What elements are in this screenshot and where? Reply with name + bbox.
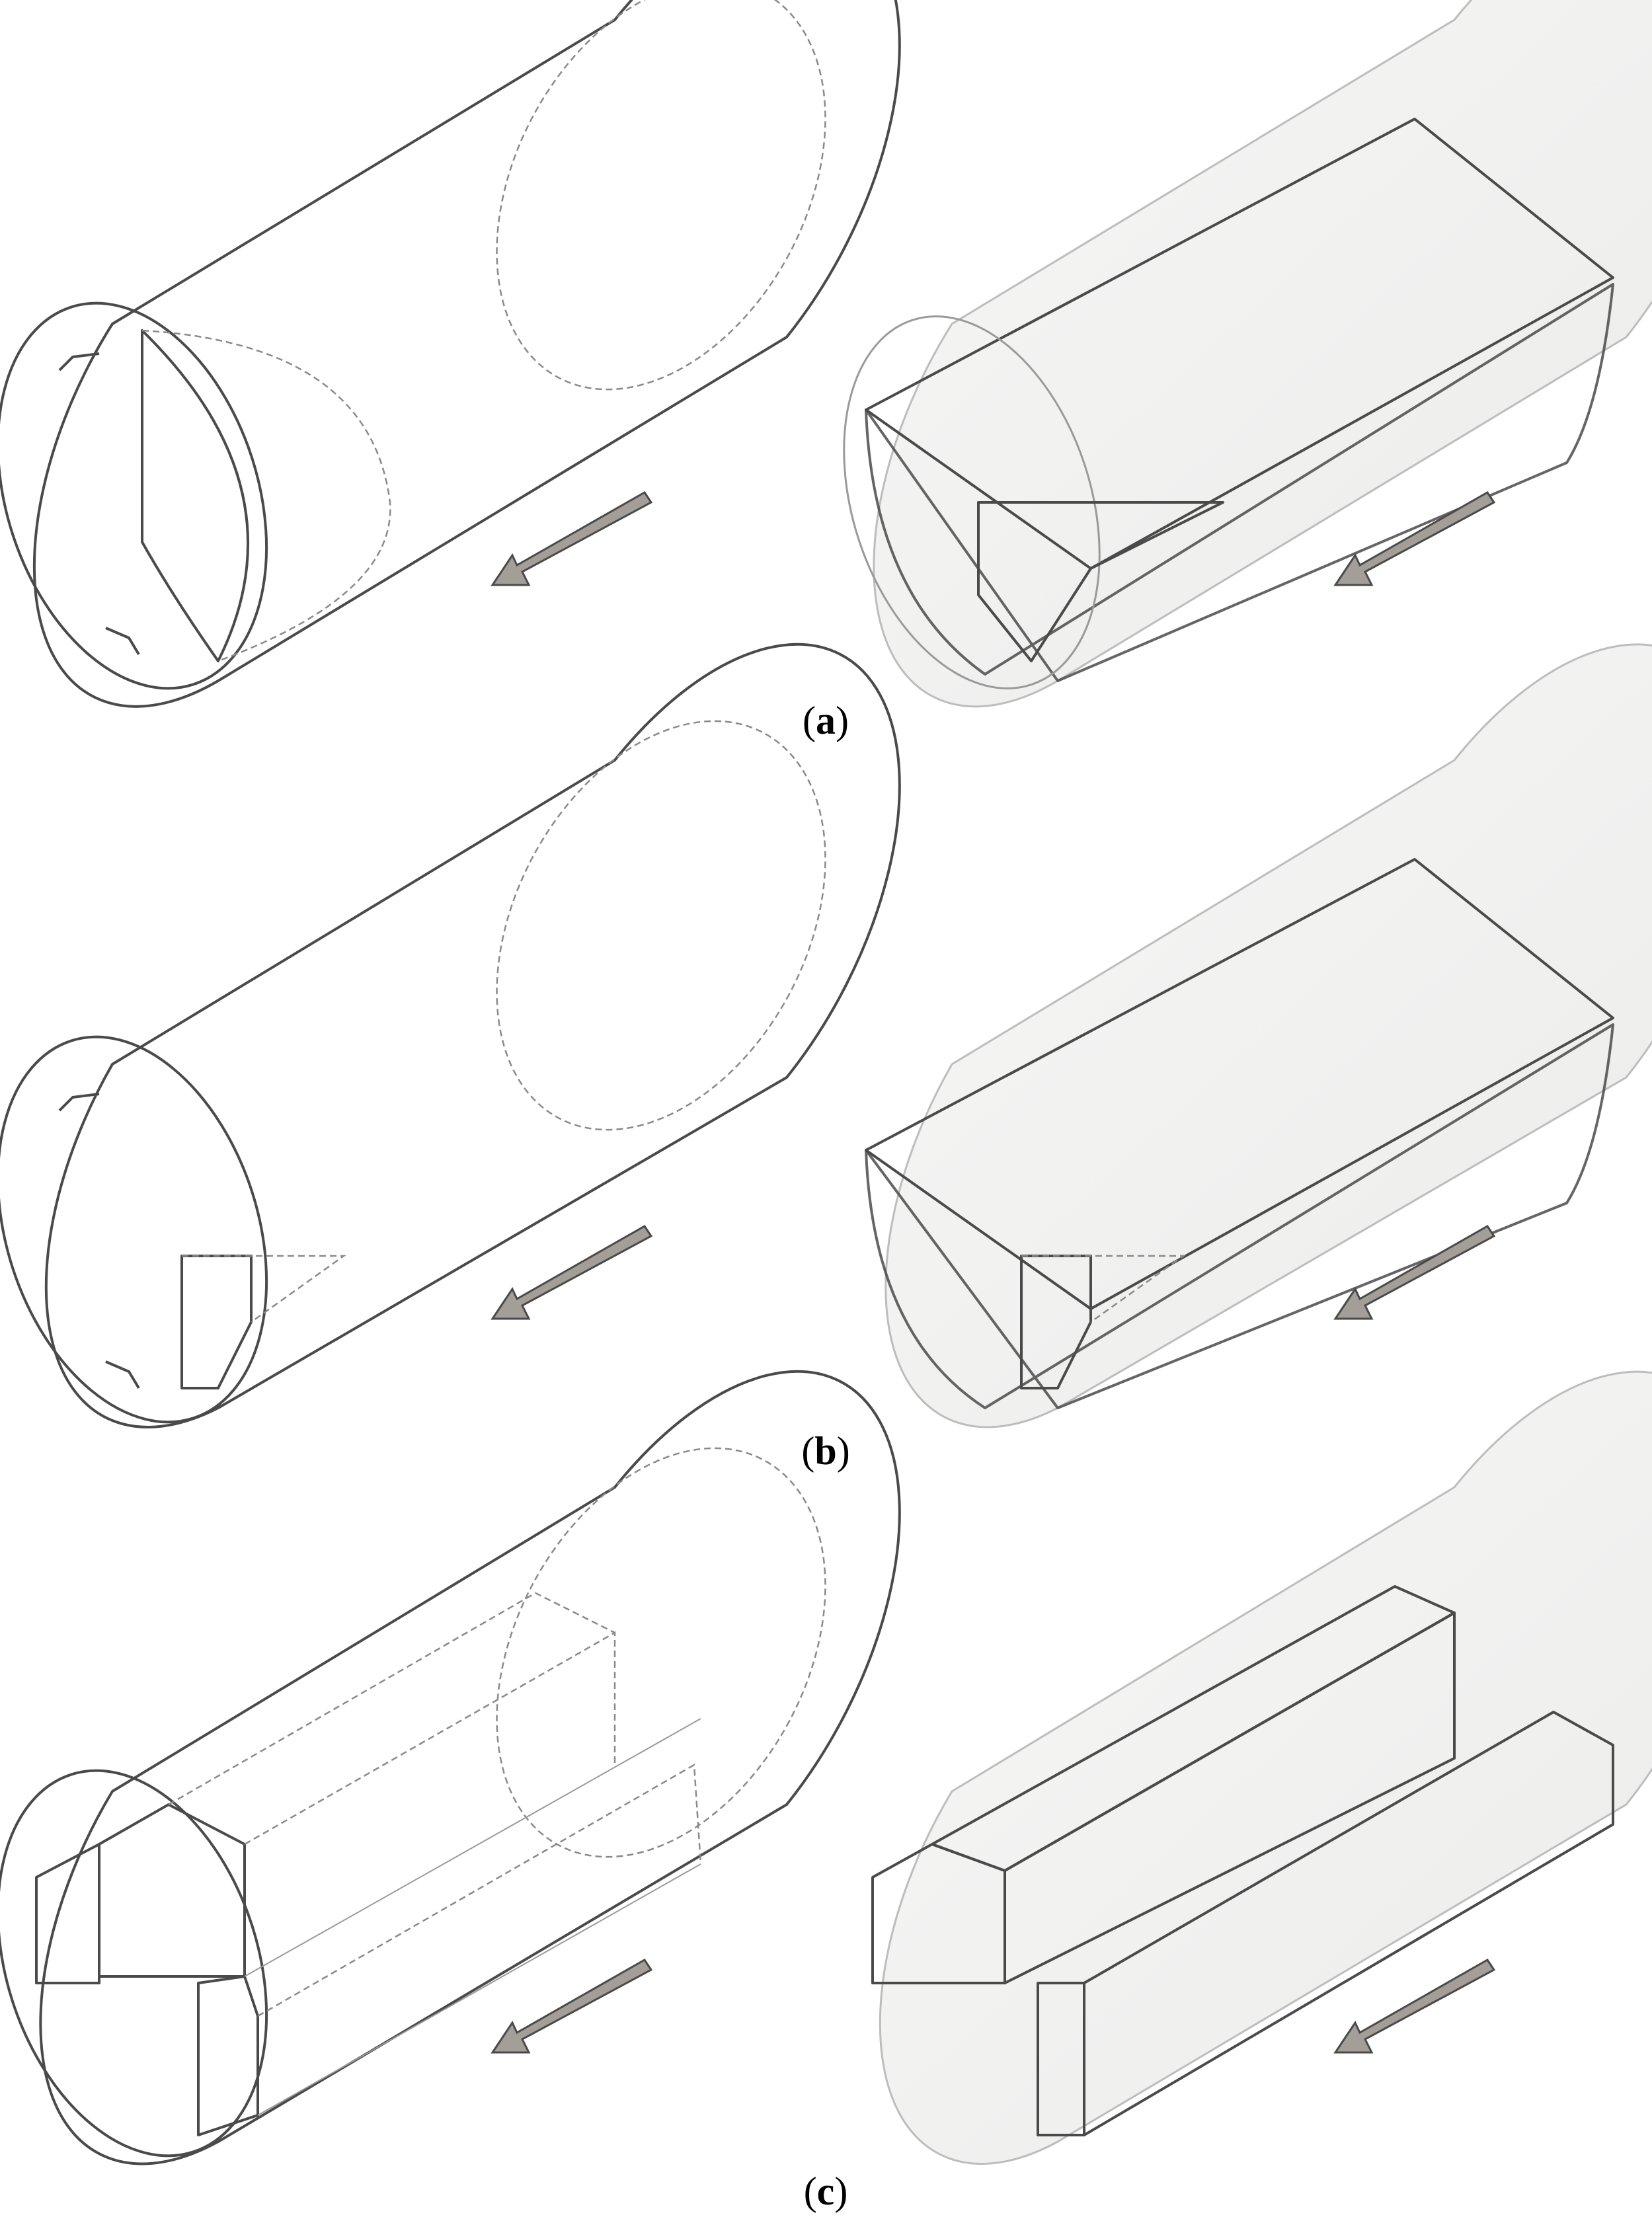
cylinder-body: [39, 1370, 901, 2165]
horizontal-plate: [865, 858, 1614, 1310]
cylinder-b-left: [0, 643, 901, 1428]
flow-arrow-c-left: [491, 1959, 653, 2054]
upper-box-baffle-front: [871, 1843, 1006, 1984]
upper-box-baffle-front: [35, 1843, 100, 1984]
horizontal-plate: [865, 118, 1614, 570]
lower-shell: [865, 1023, 1614, 1409]
panel-label-b: (b): [801, 1429, 849, 1473]
notch-bottom: [105, 1360, 140, 1389]
far-end-hidden-rim: [496, 0, 826, 391]
far-end-hidden-rim: [496, 1447, 826, 1858]
front-opening: [0, 1035, 268, 1424]
cylinder-glass-body: [879, 1370, 1652, 2165]
arrow-icon: [1333, 1225, 1496, 1320]
cylinder-body: [32, 0, 901, 708]
cylinder-glass-body: [873, 0, 1652, 708]
arrow-icon: [1333, 1959, 1496, 2054]
baffle-hidden-curve: [141, 329, 391, 662]
upper-box-baffle: [98, 1803, 246, 1978]
arrow-icon: [491, 1959, 653, 2054]
corner-baffle-hidden: [182, 1255, 346, 1323]
far-end-hidden-rim: [496, 720, 826, 1131]
corner-baffle-hidden: [1021, 1255, 1186, 1323]
lower-box-baffle: [197, 1975, 259, 2136]
cylinder-a-left: [0, 0, 901, 708]
front-opening: [0, 1769, 268, 2158]
flow-arrow-b-left: [491, 1225, 653, 1320]
cylinder-b-right: [865, 643, 1652, 1428]
cylinder-c-left: [0, 1370, 901, 2165]
flow-arrow-c-right: [1333, 1959, 1496, 2054]
cylinder-c-right: [871, 1370, 1652, 2165]
flow-arrow-b-right: [1333, 1225, 1496, 1320]
semicircular-baffle: [141, 329, 249, 662]
cylinder-body: [44, 643, 901, 1428]
panel-label-c: (c): [804, 2169, 848, 2213]
box-hidden-lines: [168, 1592, 702, 2017]
flow-arrow-a-right: [1333, 491, 1496, 586]
box-thin-lines: [244, 1718, 701, 2116]
cylinder-a-right: [843, 0, 1652, 708]
front-opening: [0, 301, 268, 690]
notch-top: [58, 1093, 100, 1112]
arrow-icon: [491, 1225, 653, 1320]
notch-top: [58, 352, 100, 371]
arrow-icon: [1333, 491, 1496, 586]
notch-bottom: [105, 627, 140, 656]
front-opening: [843, 315, 1101, 689]
lower-shell: [865, 283, 1614, 682]
panel-label-a: (a): [803, 699, 849, 742]
corner-baffle: [180, 1255, 253, 1389]
flow-arrow-a-left: [491, 491, 653, 586]
cylinder-glass-body: [885, 643, 1652, 1428]
lower-box-baffle: [1037, 1982, 1085, 2136]
arrow-icon: [491, 491, 653, 586]
